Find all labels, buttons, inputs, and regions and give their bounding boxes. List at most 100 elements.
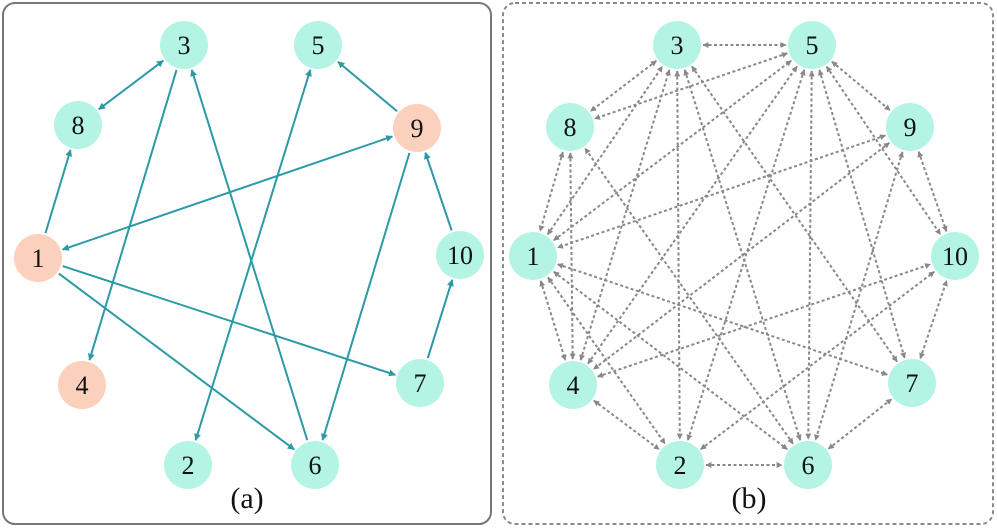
- node-circle: [393, 104, 441, 152]
- panel-b-edge-1-3: [546, 65, 664, 236]
- node-circle: [14, 234, 62, 282]
- panel-b-edge-5-10: [825, 65, 942, 236]
- panel-b-frame: [502, 2, 994, 525]
- panel-a-edge-3-8: [98, 59, 164, 111]
- node-label: 3: [178, 31, 191, 60]
- panel-a-caption: (a): [230, 482, 263, 515]
- panel-b-graph: 1 2 3 4 5 6 7 8 9 10: [509, 21, 979, 489]
- panel-a-node-2: 2: [164, 441, 212, 489]
- panel-b-edge-1-6: [553, 270, 788, 451]
- panel-b-node-10: 10: [931, 232, 979, 280]
- node-label: 2: [182, 451, 195, 480]
- panel-a-edge-1-8: [44, 149, 73, 234]
- panel-b-edge-3-7: [691, 65, 898, 363]
- node-circle: [396, 359, 444, 407]
- panel-a-edge-2-5: [194, 69, 312, 441]
- panel-b-edge-1-4: [539, 280, 567, 361]
- panel-b-edge-2-10: [700, 270, 935, 451]
- panel-b-nodes: 1 2 3 4 5 6 7 8 9 10: [509, 21, 979, 489]
- panel-b-node-4: 4: [549, 361, 597, 409]
- node-label: 3: [671, 31, 684, 60]
- node-label: 1: [527, 242, 540, 271]
- panel-a-node-1: 1: [14, 234, 62, 282]
- node-circle: [436, 231, 484, 279]
- node-circle: [546, 103, 594, 151]
- node-label: 1: [32, 244, 45, 273]
- panel-b-edge-1-5: [553, 59, 792, 242]
- panel-b-edge-4-10: [597, 263, 931, 378]
- node-circle: [784, 441, 832, 489]
- panel-b-edge-7-10: [919, 280, 948, 359]
- panel-b-edge-3-8: [590, 60, 657, 112]
- node-label: 5: [806, 31, 819, 60]
- node-circle: [788, 21, 836, 69]
- node-label: 9: [411, 114, 424, 143]
- panel-b-edge-5-2: [686, 69, 806, 441]
- panel-b-edge-3-6: [683, 69, 802, 441]
- panel-a-node-3: 3: [160, 21, 208, 69]
- panel-a-edge-3-4: [87, 69, 178, 361]
- panel-a-frame: [2, 2, 492, 525]
- panel-a-node-10: 10: [436, 231, 484, 279]
- panel-b-node-2: 2: [656, 441, 704, 489]
- node-label: 4: [567, 371, 580, 400]
- panel-b-edge-6-7: [827, 398, 893, 450]
- node-label: 2: [674, 451, 687, 480]
- node-circle: [509, 232, 557, 280]
- panel-a-edge-6-3: [190, 69, 309, 441]
- panel-b-edge-9-10: [917, 150, 948, 233]
- panel-a-node-5: 5: [294, 21, 342, 69]
- panel-a-node-9: 9: [393, 104, 441, 152]
- node-circle: [549, 361, 597, 409]
- panel-a-edge-9-5: [337, 60, 398, 113]
- panel-a-node-8: 8: [54, 101, 102, 149]
- panel-b-edge-9-1: [557, 134, 886, 249]
- panel-a-edge-1-7: [62, 265, 396, 377]
- panel-b-node-5: 5: [788, 21, 836, 69]
- panel-b-edge-4-3: [579, 69, 671, 361]
- panel-a-node-7: 7: [396, 359, 444, 407]
- node-label: 10: [447, 241, 473, 270]
- node-label: 7: [906, 369, 919, 398]
- node-circle: [653, 21, 701, 69]
- panel-a-edge-1-6: [58, 272, 295, 451]
- panel-a-node-4: 4: [58, 361, 106, 409]
- node-label: 10: [942, 242, 968, 271]
- panel-a-edge-10-9: [424, 151, 453, 231]
- node-circle: [58, 361, 106, 409]
- node-circle: [656, 441, 704, 489]
- panel-a-edge-7-10: [426, 279, 454, 359]
- panel-b-edge-3-2: [674, 70, 683, 440]
- panel-b-node-7: 7: [888, 359, 936, 407]
- node-circle: [160, 21, 208, 69]
- panel-a-edge-9-1: [61, 135, 394, 251]
- node-label: 9: [904, 113, 917, 142]
- node-label: 6: [309, 451, 322, 480]
- node-label: 4: [76, 371, 89, 400]
- panel-b-edge-4-2: [593, 399, 660, 451]
- panel-b-edge-1-7: [557, 263, 888, 376]
- panel-b-edges: [538, 42, 948, 468]
- node-label: 5: [312, 31, 325, 60]
- panel-a-graph: 1 2 3 4 5 6 7 8 9 10: [14, 21, 484, 489]
- node-circle: [888, 359, 936, 407]
- node-label: 8: [564, 113, 577, 142]
- panel-a-edges: [44, 59, 454, 451]
- node-circle: [886, 103, 934, 151]
- node-circle: [294, 21, 342, 69]
- panel-b-caption: (b): [732, 482, 767, 515]
- panel-a-edge-9-6: [321, 152, 411, 441]
- panel-b-node-3: 3: [653, 21, 701, 69]
- node-label: 8: [72, 111, 85, 140]
- node-label: 6: [802, 451, 815, 480]
- node-label: 7: [414, 369, 427, 398]
- panel-b-node-1: 1: [509, 232, 557, 280]
- node-circle: [54, 101, 102, 149]
- panel-b-edge-8-1: [538, 151, 565, 232]
- node-circle: [931, 232, 979, 280]
- panel-b-edge-9-6: [814, 151, 904, 441]
- node-circle: [291, 441, 339, 489]
- panel-b-edge-5-6: [805, 70, 815, 440]
- panel-b-node-8: 8: [546, 103, 594, 151]
